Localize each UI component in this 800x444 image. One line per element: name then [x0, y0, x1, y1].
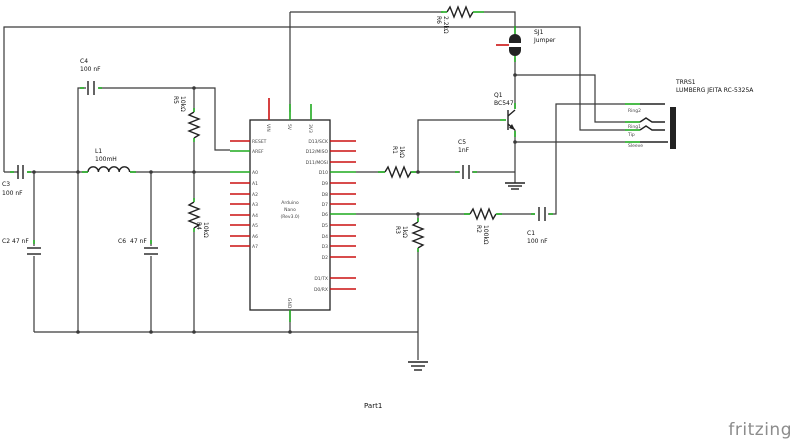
pin-reset: RESET [252, 139, 267, 145]
wire-r6 [290, 11, 516, 30]
pin-a3: A3 [252, 202, 258, 208]
arduino-nano: VIN 5V 3V3 RESET AREF A0 A1 A2 A3 A4 A5 … [230, 98, 356, 322]
fritzing-logo: fritzing [728, 420, 792, 440]
trrs-pin-sleeve: Sleeve [628, 143, 643, 149]
capacitor-c1: C1 100 nF [527, 207, 553, 245]
resistor-r6: R6 2.2kΩ [435, 5, 484, 34]
q1-value: BC547 [494, 100, 514, 107]
pin-d0-rx: D0/RX [314, 287, 328, 293]
capacitor-c3: C3 100 nF [2, 165, 31, 197]
junctions [32, 73, 517, 334]
pin-d6: D6 [322, 212, 328, 218]
pin-aref: AREF [252, 149, 264, 155]
wires [3, 11, 625, 360]
pin-d10: D10 [319, 170, 328, 176]
arduino-rev: (Rev3.0) [280, 214, 299, 220]
r5-ref: R5 [172, 96, 179, 104]
pin-d5: D5 [322, 223, 328, 229]
trrs1-value: LUMBERG JEITA RC-5325A [676, 87, 754, 94]
pin-d9: D9 [322, 181, 328, 187]
pin-a0: A0 [252, 170, 258, 176]
part-label: Part1 [364, 402, 383, 410]
c6-value: 47 nF [130, 238, 147, 245]
wire-collector-trrs [515, 74, 625, 123]
wire-aref [194, 87, 230, 151]
trrs-pin-ring1: Ring1 [628, 124, 641, 130]
transistor-q1: Q1 BC547 [494, 92, 516, 137]
c5-value: 1nF [458, 147, 470, 154]
capacitor-c5: C5 1nF [455, 139, 477, 179]
c3-ref: C3 [2, 181, 10, 188]
c4-ref: C4 [80, 58, 88, 65]
sj1-ref: SJ1 [534, 29, 544, 36]
capacitor-c4: C4 100 nF [80, 58, 102, 95]
resistor-r1: R1 1kΩ [378, 146, 416, 179]
capacitor-c2: C2 47 nF [2, 238, 41, 255]
pin-a4: A4 [252, 213, 258, 219]
r6-ref: R6 [435, 16, 442, 24]
resistor-r3: R3 1kΩ [394, 218, 425, 252]
r6-value: 2.2kΩ [442, 16, 449, 34]
c1-value: 100 nF [527, 238, 548, 245]
c5-ref: C5 [458, 139, 466, 146]
pin-gnd: GND [286, 298, 292, 309]
l1-value: 100mH [95, 156, 117, 163]
wire-top-left [3, 26, 625, 172]
c1-ref: C1 [527, 230, 535, 237]
trrs-pin-tip: Tip [627, 132, 635, 138]
resistor-r2: R2 100kΩ [464, 207, 502, 245]
r5-value: 10kΩ [179, 96, 186, 112]
c2-value: 47 nF [12, 238, 29, 245]
r3-value: 1kΩ [401, 226, 408, 238]
pin-a5: A5 [252, 223, 258, 229]
pin-d13: D13/SCK [308, 139, 329, 145]
r1-value: 1kΩ [398, 146, 405, 158]
pin-d11: D11/MOSI [306, 160, 328, 166]
pin-d7: D7 [322, 202, 328, 208]
q1-ref: Q1 [494, 92, 503, 99]
pin-a7: A7 [252, 244, 258, 250]
pin-d8: D8 [322, 192, 328, 198]
pin-d2: D2 [322, 255, 328, 261]
arduino-model: Nano [284, 207, 296, 213]
r4-ref: R4 [195, 222, 202, 230]
r3-ref: R3 [394, 226, 401, 234]
c3-value: 100 nF [2, 190, 23, 197]
trrs-pin-ring2: Ring2 [628, 108, 641, 114]
sj1-value: Jumper [533, 37, 556, 44]
l1-ref: L1 [95, 148, 102, 155]
r1-ref: R1 [391, 146, 398, 154]
pin-d12: D12/MISO [306, 149, 329, 155]
pin-a1: A1 [252, 181, 258, 187]
pin-vin: VIN [265, 124, 271, 132]
pin-a2: A2 [252, 192, 258, 198]
ground-symbol-emitter [505, 182, 525, 190]
pin-d3: D3 [322, 244, 328, 250]
c4-value: 100 nF [80, 66, 101, 73]
resistor-r4: R4 10kΩ [187, 198, 209, 238]
capacitor-c6: C6 47 nF [118, 238, 158, 255]
r4-value: 10kΩ [202, 222, 209, 238]
c2-ref: C2 [2, 238, 10, 245]
r2-value: 100kΩ [482, 225, 489, 245]
wire-base [417, 119, 500, 172]
pin-a6: A6 [252, 234, 258, 240]
resistor-r5: R5 10kΩ [172, 96, 201, 142]
pin-3v3: 3V3 [307, 124, 313, 133]
jumper-sj1: SJ1 Jumper [496, 26, 556, 62]
arduino-name: Arduino [281, 200, 299, 206]
pin-d4: D4 [322, 234, 328, 240]
trrs-jack: Ring2 Ring1 Tip Sleeve TRRS1 LUMBERG JEI… [625, 79, 754, 149]
pin-5v: 5V [286, 124, 292, 131]
ground-symbol-main [408, 361, 428, 371]
inductor-l1: L1 100mH [82, 148, 136, 173]
trrs1-ref: TRRS1 [675, 79, 696, 86]
r2-ref: R2 [475, 225, 482, 233]
pin-d1-tx: D1/TX [314, 276, 328, 282]
c6-ref: C6 [118, 238, 126, 245]
